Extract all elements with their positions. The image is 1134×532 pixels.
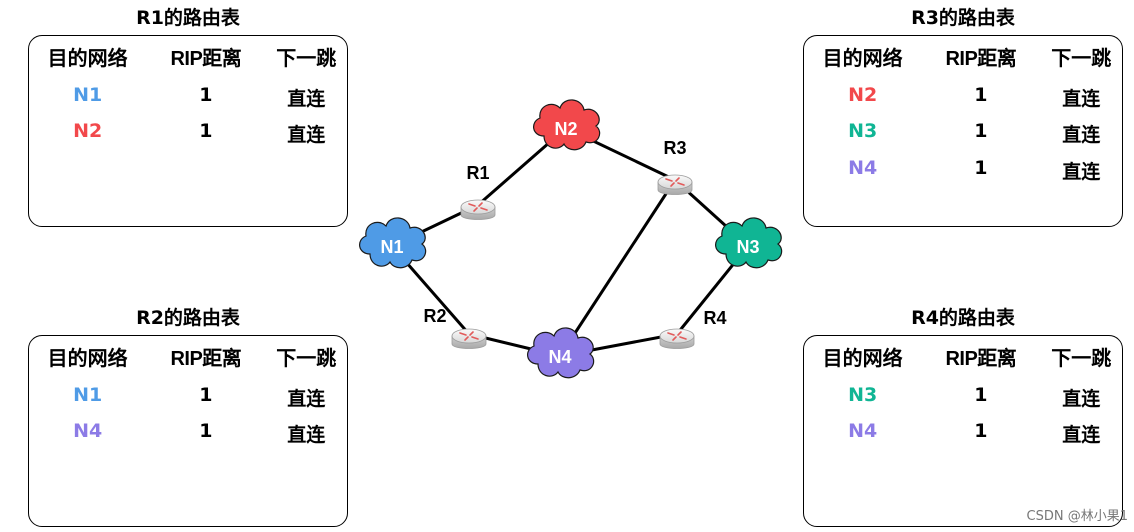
table-row: N4 1 直连 — [804, 420, 1122, 447]
table-header: 目的网络 RIP距离 下一跳 — [29, 342, 347, 371]
row-distance: 1 — [974, 84, 988, 106]
table-header: 目的网络 RIP距离 下一跳 — [29, 42, 347, 71]
table-header: 目的网络 RIP距离 下一跳 — [804, 342, 1122, 371]
row-distance: 1 — [974, 420, 988, 442]
row-network: N3 — [848, 384, 878, 406]
network-label: N4 — [548, 347, 571, 367]
row-network: N1 — [73, 84, 103, 106]
router-icon — [657, 174, 693, 196]
router-label: R1 — [466, 163, 489, 183]
table-row: N2 1 直连 — [804, 84, 1122, 111]
table-row: N4 1 直连 — [804, 157, 1122, 184]
row-distance: 1 — [199, 84, 213, 106]
router-icon — [451, 328, 487, 350]
r4-table-title: R4的路由表 — [911, 307, 1015, 329]
row-distance: 1 — [199, 120, 213, 142]
row-distance: 1 — [199, 384, 213, 406]
header-dest-network: 目的网络 — [47, 346, 128, 370]
network-cloud-n4: N4 — [526, 327, 595, 379]
watermark: CSDN @林小果1 — [1026, 509, 1128, 524]
header-rip-distance: RIP距离 — [945, 348, 1017, 370]
row-distance: 1 — [199, 420, 213, 442]
header-next-hop: 下一跳 — [276, 46, 337, 70]
r3-table-title: R3的路由表 — [911, 7, 1015, 29]
row-network: N4 — [848, 157, 878, 179]
row-network: N4 — [73, 420, 103, 442]
header-next-hop: 下一跳 — [1051, 46, 1112, 70]
router-r3: R3 — [657, 138, 693, 196]
header-rip-distance: RIP距离 — [170, 48, 242, 70]
r2-routing-table: 目的网络 RIP距离 下一跳 N1 1 直连 N4 1 直连 — [28, 335, 348, 527]
row-next-hop: 直连 — [1062, 388, 1101, 410]
r2-table-title: R2的路由表 — [136, 307, 240, 329]
table-header: 目的网络 RIP距离 下一跳 — [804, 42, 1122, 71]
table-row: N3 1 直连 — [804, 384, 1122, 411]
row-distance: 1 — [974, 384, 988, 406]
link-r3-n4 — [558, 179, 677, 357]
row-network: N4 — [848, 420, 878, 442]
row-next-hop: 直连 — [287, 124, 326, 146]
row-distance: 1 — [974, 157, 988, 179]
router-icon — [460, 199, 496, 221]
r3-routing-table: 目的网络 RIP距离 下一跳 N2 1 直连 N3 1 直连 N4 1 直连 — [803, 35, 1123, 227]
network-cloud-n2: N2 — [532, 99, 601, 151]
row-network: N2 — [848, 84, 878, 106]
network-label: N3 — [736, 237, 759, 257]
header-dest-network: 目的网络 — [822, 346, 903, 370]
table-row: N2 1 直连 — [29, 120, 347, 147]
table-row: N1 1 直连 — [29, 84, 347, 111]
header-next-hop: 下一跳 — [276, 346, 337, 370]
router-label: R3 — [663, 138, 686, 158]
row-network: N2 — [73, 120, 103, 142]
table-row: N4 1 直连 — [29, 420, 347, 447]
router-label: R2 — [423, 306, 446, 326]
r1-table-title: R1的路由表 — [136, 7, 240, 29]
header-rip-distance: RIP距离 — [945, 48, 1017, 70]
router-r2: R2 — [423, 306, 487, 350]
router-icon — [659, 328, 695, 350]
header-dest-network: 目的网络 — [822, 46, 903, 70]
network-cloud-n1: N1 — [358, 217, 427, 269]
row-next-hop: 直连 — [1062, 88, 1101, 110]
header-rip-distance: RIP距离 — [170, 348, 242, 370]
row-network: N3 — [848, 120, 878, 142]
r4-routing-table: 目的网络 RIP距离 下一跳 N3 1 直连 N4 1 直连 — [803, 335, 1123, 527]
row-next-hop: 直连 — [287, 424, 326, 446]
row-next-hop: 直连 — [287, 88, 326, 110]
row-next-hop: 直连 — [287, 388, 326, 410]
header-next-hop: 下一跳 — [1051, 346, 1112, 370]
row-network: N1 — [73, 384, 103, 406]
network-label: N2 — [554, 119, 577, 139]
table-row: N3 1 直连 — [804, 120, 1122, 147]
network-label: N1 — [380, 237, 403, 257]
row-next-hop: 直连 — [1062, 424, 1101, 446]
table-row: N1 1 直连 — [29, 384, 347, 411]
header-dest-network: 目的网络 — [47, 46, 128, 70]
r1-routing-table: 目的网络 RIP距离 下一跳 N1 1 直连 N2 1 直连 — [28, 35, 348, 227]
network-cloud-n3: N3 — [714, 217, 783, 269]
router-r1: R1 — [460, 163, 496, 221]
row-next-hop: 直连 — [1062, 161, 1101, 183]
row-distance: 1 — [974, 120, 988, 142]
router-label: R4 — [703, 308, 726, 328]
router-r4: R4 — [659, 308, 727, 350]
row-next-hop: 直连 — [1062, 124, 1101, 146]
